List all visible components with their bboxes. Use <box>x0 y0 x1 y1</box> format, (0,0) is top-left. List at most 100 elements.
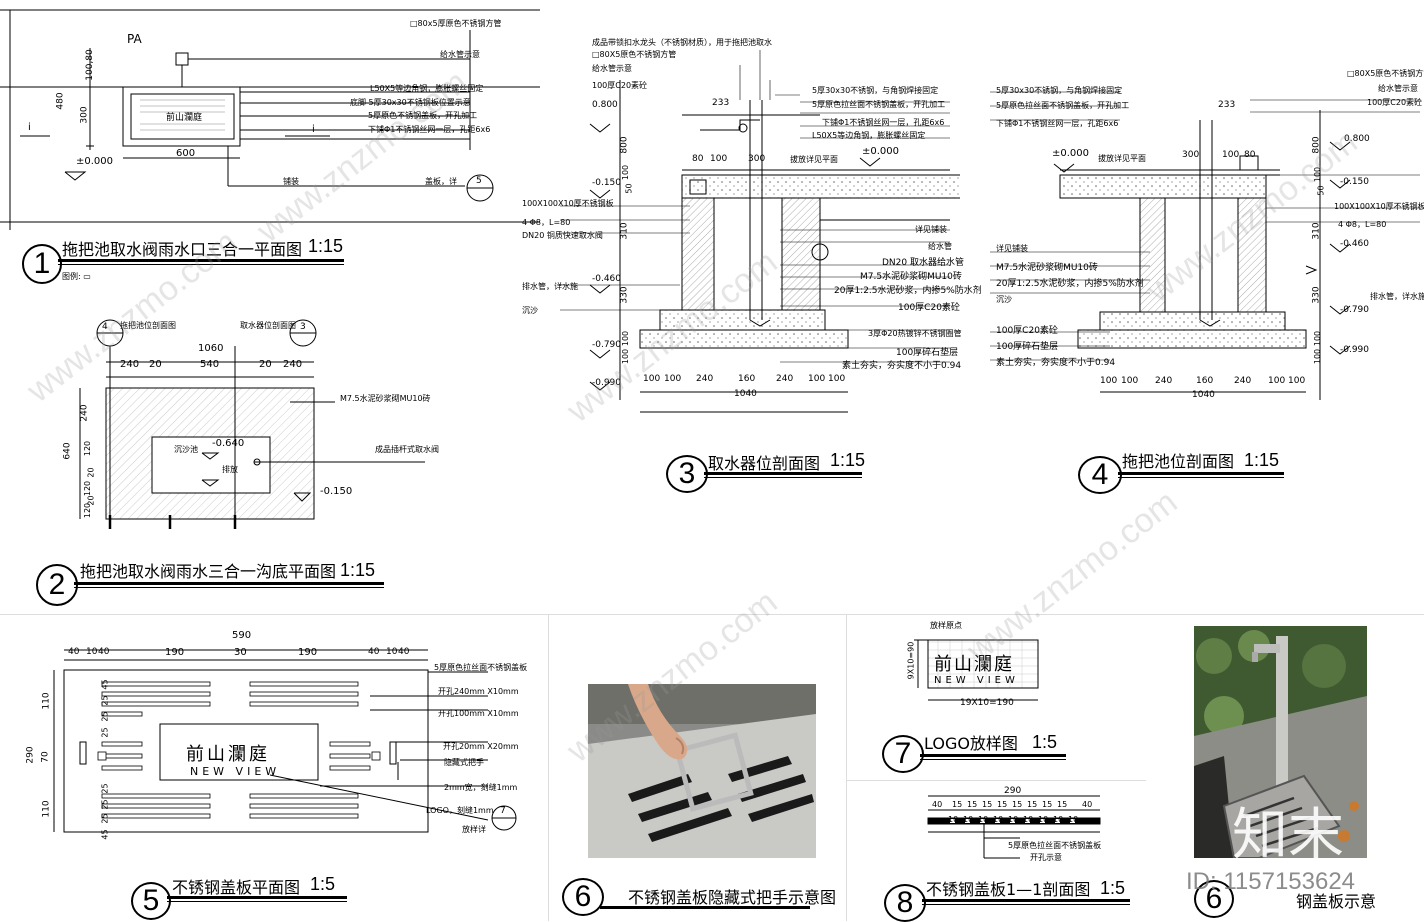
d5-dim-0: 590 <box>232 630 252 641</box>
d3-title: 取水器位剖面图 <box>708 454 821 473</box>
d2-dim-20b: 20 <box>259 359 272 370</box>
id-label: ID: 1157153624 <box>1186 868 1356 895</box>
divider-horizontal <box>0 614 1424 615</box>
d4-number-bubble: 4 <box>1078 456 1122 494</box>
d1-title-underline-thin <box>58 264 344 265</box>
d3-note-left-4: 沉沙 <box>522 306 538 315</box>
d1-note-4: 5厚原色不锈钢盖板，开孔加工 <box>368 111 478 120</box>
d6-title-underline <box>600 906 810 909</box>
d2-note-0: M7.5水泥砂浆砌MU10砖 <box>340 394 431 403</box>
faucet-photo-art <box>1194 626 1367 858</box>
d8-note-0: 5厚原色拉丝面不锈钢盖板 <box>1008 841 1102 850</box>
d2-number-bubble: 2 <box>36 564 78 606</box>
d3-dim-v-2: 50 <box>624 183 634 194</box>
d8-dim-b-2: 10 <box>978 815 989 824</box>
d3-dim-v-3: 310 <box>619 222 630 240</box>
d3-note-top-2: 给水管示意 <box>592 64 632 73</box>
d7-dim-h: 19X10=190 <box>960 698 1014 708</box>
d3-dim-b-3: 160 <box>738 374 756 384</box>
d1-note-3: 底脚 5厚30x30不锈钢板位置示意 <box>350 98 471 107</box>
d4-note-l-0: 5厚30x30不锈钢，与角钢焊接固定 <box>996 86 1123 95</box>
d8-dim-t-4: 15 <box>982 800 993 809</box>
d2-ref-left-label: 拖把池位剖面图 <box>120 321 176 330</box>
d5-ldim-7: 25 <box>100 727 110 738</box>
drawing-7-lines <box>914 639 1039 701</box>
handle-photo <box>588 684 816 858</box>
d4-title-underline <box>1118 472 1284 475</box>
d4-note-l-7: 20厚1:2.5水泥砂浆，内掺5%防水剂 <box>996 279 1144 289</box>
d8-dim-b-4: 10 <box>1008 815 1019 824</box>
d5-ldim-11: 45 <box>100 829 110 840</box>
d2-dim-120a: 120 <box>83 440 93 457</box>
d8-dim-b-1: 10 <box>963 815 974 824</box>
d3-note-top-0: 成品带锁扣水龙头（不锈钢材质），用于拖把池取水 <box>592 38 772 47</box>
d4-dim-v-2: 50 <box>1316 185 1326 196</box>
d8-dim-t-5: 15 <box>997 800 1008 809</box>
d8-dim-t-8: 15 <box>1042 800 1053 809</box>
d3-note-left-1: 4 Φ8，L=80 <box>522 218 571 227</box>
d4-dim-v-1: 100 <box>1313 166 1323 183</box>
d4-note-l-3: ±0.000 <box>1052 148 1090 159</box>
d4-dim-v-4: 330 <box>1311 286 1322 304</box>
d2-dim-240a: 240 <box>120 359 140 370</box>
d2-dim-20c: 20 <box>86 467 96 478</box>
d4-dim-b-2: 240 <box>1155 376 1173 386</box>
d7-note-0: 放样原点 <box>930 621 962 630</box>
d8-dim-t-6: 15 <box>1012 800 1023 809</box>
d5-ldim-4: 45 <box>100 679 110 690</box>
d5-logo-cn: 前山瀾庭 <box>186 744 270 765</box>
d4-dim-top-3: 80 <box>1244 150 1256 160</box>
d8-dim-b-3: 10 <box>993 815 1004 824</box>
d1-note-5: 下铺Φ1不锈钢丝网一层，孔距6x6 <box>368 125 491 134</box>
d3-number-bubble: 3 <box>666 455 708 493</box>
d1-note-1: 给水管示意 <box>440 50 480 59</box>
d3-note-r-9: M7.5水泥砂浆砌MU10砖 <box>860 272 962 282</box>
d3-level-4: -0.990 <box>592 378 622 388</box>
d5-dim-7: 40 <box>368 647 380 657</box>
d1-title-underline <box>58 259 344 262</box>
drawing-1-lines <box>0 9 540 230</box>
d5-ldim-5: 25 <box>100 695 110 706</box>
d5-note-6: LOGO，刻缝1mm <box>426 806 494 815</box>
d4-dim-b-6: 100 <box>1288 376 1306 386</box>
d4-note-r-8: 排水管，详水施 <box>1370 292 1424 301</box>
d4-dim-b-5: 100 <box>1268 376 1286 386</box>
d8-note-1: 开孔示意 <box>1030 853 1062 862</box>
d3-dim-b-7: 1040 <box>734 389 757 399</box>
d3-dim-v-1: 100 <box>621 164 631 181</box>
d4-note-r-9: -0.790 <box>1340 305 1370 315</box>
d5-ldim-2: 70 <box>40 751 51 763</box>
d5-ldim-6: 25 <box>100 711 110 722</box>
d3-note-r-5: 拔放详见平面 <box>790 155 838 164</box>
d9-number-bubble: 6 <box>1194 880 1234 918</box>
d3-title-underline <box>704 472 862 475</box>
d1-slope-left: i <box>28 122 31 133</box>
d4-dim-v-6: 100 <box>1313 348 1323 365</box>
d3-dim-top-1: 80 <box>692 154 704 164</box>
d7-dim-v: 9X10=90 <box>906 641 916 680</box>
d2-ref-left-num: 4 <box>102 322 108 332</box>
d5-note-3: 开孔20mm X20mm <box>443 742 519 751</box>
d3-note-r-13: 100厚碎石垫层 <box>896 348 959 358</box>
d5-note-5: 2mm宽，刻缝1mm <box>444 783 518 792</box>
d2-scale: 1:15 <box>340 560 376 580</box>
d1-number-bubble: 1 <box>22 244 62 284</box>
handle-photo-art <box>588 684 816 858</box>
d3-note-r-12: 3厚Φ20热镀锌不锈钢圈管 <box>868 329 962 338</box>
d7-number-bubble: 7 <box>882 735 924 773</box>
d3-note-r-11: 100厚C20素砼 <box>898 303 960 313</box>
d1-legend: 图例: ▭ <box>62 272 91 281</box>
d2-ref-right-num: 3 <box>300 322 306 332</box>
d3-note-r-1: 5厚原色拉丝面不锈钢盖板，开孔加工 <box>812 100 946 109</box>
d4-title-underline-thin <box>1118 477 1284 478</box>
d3-dim-b-6: 100 <box>828 374 846 384</box>
d5-ref: 7 <box>500 806 506 816</box>
drawing-5-lines <box>53 649 517 833</box>
d2-title: 拖把池取水阀雨水三合一沟底平面图 <box>80 562 337 581</box>
d3-level-0: 0.800 <box>592 100 618 110</box>
d9-title: 钢盖板示意 <box>1296 892 1377 911</box>
d4-dim-b-0: 100 <box>1100 376 1118 386</box>
d5-title-underline-thin <box>167 901 347 902</box>
d3-note-r-3: L50X5等边角钢，膨胀螺丝固定 <box>812 131 926 140</box>
d3-scale: 1:15 <box>830 450 866 470</box>
